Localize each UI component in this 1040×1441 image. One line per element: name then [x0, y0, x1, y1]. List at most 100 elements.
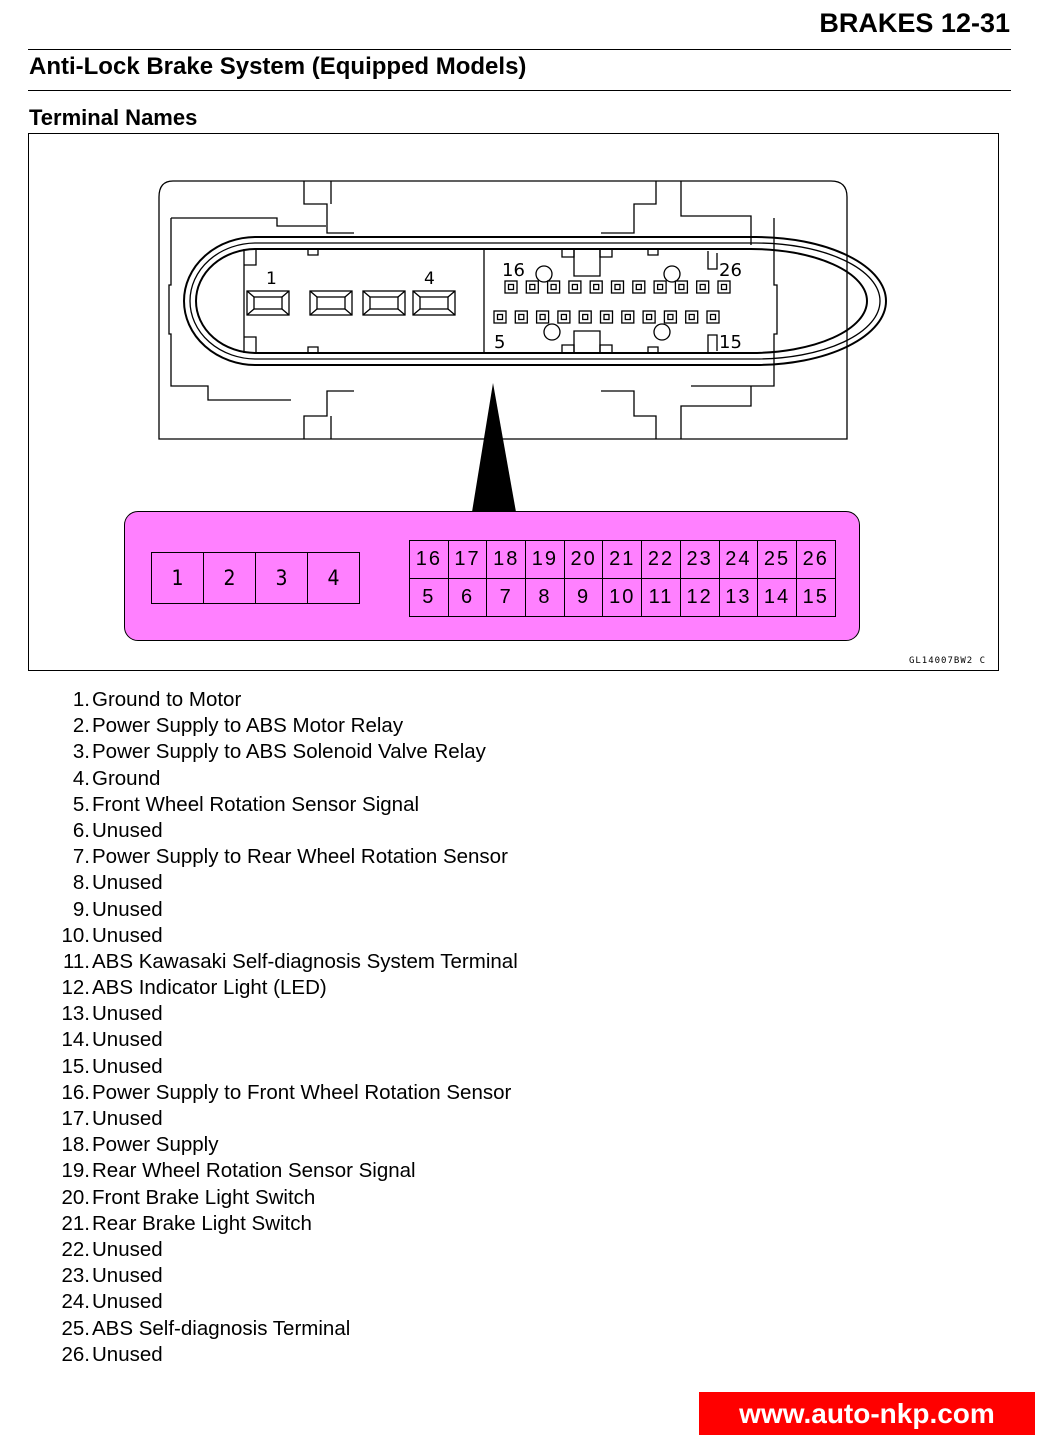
terminal-item: 16.Power Supply to Front Wheel Rotation …: [50, 1080, 518, 1106]
terminal-name: Front Brake Light Switch: [92, 1185, 316, 1209]
small-terminal-socket: [717, 280, 731, 294]
pin-map-cell: 12: [681, 579, 720, 616]
terminal-item: 3.Power Supply to ABS Solenoid Valve Rel…: [50, 739, 518, 765]
terminal-number: 24.: [61, 1290, 91, 1314]
pin-map-cell: 1: [152, 553, 204, 603]
terminal-name: Unused: [92, 923, 163, 947]
terminal-number: 10.: [61, 923, 91, 947]
terminal-name: Power Supply to Rear Wheel Rotation Sens…: [92, 845, 508, 869]
watermark-banner[interactable]: www.auto-nkp.com: [699, 1392, 1035, 1435]
terminal-item: 7.Power Supply to Rear Wheel Rotation Se…: [50, 844, 518, 870]
terminal-number: 9.: [72, 897, 90, 921]
terminal-item: 2.Power Supply to ABS Motor Relay: [50, 713, 518, 739]
terminal-name: Rear Wheel Rotation Sensor Signal: [92, 1159, 416, 1183]
pin-map-cell: 14: [758, 579, 797, 616]
terminal-item: 1.Ground to Motor: [50, 687, 518, 713]
terminal-item: 24.Unused: [50, 1289, 518, 1315]
connector-housing: [158, 180, 848, 440]
terminal-number: 6.: [72, 818, 90, 842]
pin-map-cell: 23: [681, 541, 720, 578]
terminal-number: 7.: [72, 845, 90, 869]
pin-map-cell: 20: [565, 541, 604, 578]
terminal-number: 4.: [72, 766, 90, 790]
small-terminal-socket: [535, 310, 550, 324]
terminal-name: ABS Indicator Light (LED): [92, 976, 327, 1000]
label-pin-4: 4: [424, 269, 435, 289]
terminal-number: 8.: [72, 871, 90, 895]
large-terminal-socket: [412, 290, 456, 316]
pin-map-cell: 8: [526, 579, 565, 616]
terminal-item: 23.Unused: [50, 1263, 518, 1289]
terminal-name: Unused: [92, 1237, 163, 1261]
small-terminal-socket: [557, 310, 571, 324]
terminal-name: Unused: [92, 1290, 163, 1314]
small-terminal-socket: [525, 280, 539, 294]
pin-map-cell: 25: [758, 541, 797, 578]
terminal-item: 18.Power Supply: [50, 1132, 518, 1158]
divider-bottom: [28, 90, 1011, 91]
pointer-arrow: [472, 383, 516, 512]
terminal-name: Ground: [92, 766, 161, 790]
label-pin-5: 5: [494, 332, 505, 353]
small-terminal-socket: [674, 280, 689, 294]
pin-map-cell: 13: [720, 579, 759, 616]
small-terminal-socket: [621, 310, 635, 324]
terminal-item: 11.ABS Kawasaki Self-diagnosis System Te…: [50, 949, 518, 975]
terminal-item: 15.Unused: [50, 1054, 518, 1080]
terminal-number: 15.: [61, 1054, 91, 1078]
terminal-item: 4.Ground: [50, 766, 518, 792]
small-terminal-socket: [663, 310, 678, 324]
small-terminal-socket: [578, 310, 592, 324]
terminal-name: ABS Kawasaki Self-diagnosis System Termi…: [92, 949, 518, 973]
label-pin-15: 15: [719, 332, 742, 353]
terminal-number: 20.: [61, 1185, 91, 1209]
small-terminal-socket: [642, 310, 656, 324]
small-terminal-socket: [632, 280, 646, 294]
small-terminal-socket: [706, 310, 720, 324]
pin-map-cell: 21: [603, 541, 643, 578]
pin-map-cell: 6: [449, 579, 488, 616]
pin-map-cell: 11: [642, 579, 681, 616]
pin-map-cell: 9: [565, 579, 604, 616]
terminal-name: Rear Brake Light Switch: [92, 1211, 312, 1235]
terminal-name: Unused: [92, 1107, 163, 1130]
page-header: BRAKES 12-31: [819, 8, 1010, 38]
small-terminal-socket: [589, 280, 603, 294]
terminal-item: 26.Unused: [50, 1342, 518, 1368]
terminal-item: 17.Unused: [50, 1106, 518, 1132]
terminal-name: Ground to Motor: [92, 688, 242, 711]
terminal-item: 22.Unused: [50, 1237, 518, 1263]
terminal-number: 26.: [61, 1342, 91, 1366]
terminal-number: 2.: [72, 714, 90, 738]
terminal-item: 10.Unused: [50, 923, 518, 949]
pin-map-cell: 26: [802, 548, 829, 570]
large-terminal-socket: [309, 290, 353, 316]
small-terminal-socket: [685, 310, 699, 324]
terminal-name: Unused: [92, 871, 163, 895]
small-terminal-socket: [568, 280, 582, 294]
small-terminal-socket: [546, 280, 561, 294]
divider-top: [28, 49, 1011, 50]
label-pin-16: 16: [502, 260, 525, 281]
small-terminal-socket: [653, 280, 667, 294]
terminal-number: 1.: [72, 688, 90, 711]
connector-figure: 1 4 16 26 5 15 GL14007BW2 C: [28, 133, 999, 671]
terminal-name: Power Supply to ABS Motor Relay: [92, 714, 404, 738]
large-terminal-socket: [362, 290, 406, 316]
terminal-item: 5.Front Wheel Rotation Sensor Signal: [50, 792, 518, 818]
terminal-name: Unused: [92, 1054, 163, 1078]
terminal-item: 20.Front Brake Light Switch: [50, 1185, 518, 1211]
terminal-item: 19.Rear Wheel Rotation Sensor Signal: [50, 1158, 518, 1184]
terminal-item: 8.Unused: [50, 870, 518, 896]
pin-map-cell: 4: [327, 566, 340, 590]
pin-map-cell: 17: [449, 541, 488, 578]
subsection-title: Terminal Names: [29, 105, 198, 130]
terminal-name: Unused: [92, 818, 163, 842]
terminal-item: 14.Unused: [50, 1027, 518, 1053]
terminal-item: 21.Rear Brake Light Switch: [50, 1211, 518, 1237]
terminal-number: 16.: [61, 1080, 91, 1104]
terminal-item: 6.Unused: [50, 818, 518, 844]
